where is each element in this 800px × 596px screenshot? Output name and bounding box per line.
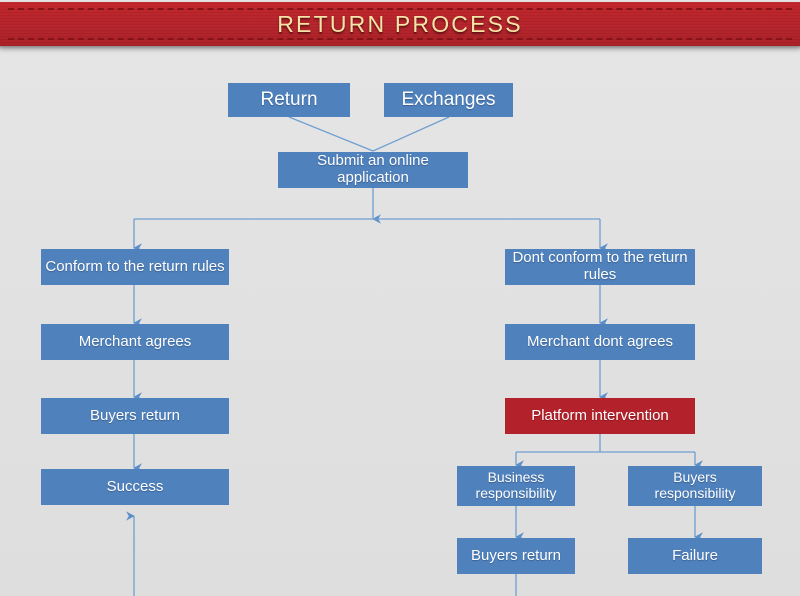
node-label: Business responsibility [475, 469, 557, 501]
node-label: Success [106, 477, 164, 495]
node-submit-online-application[interactable]: Submit an online application [278, 152, 468, 188]
node-label: Submit an online application [317, 152, 429, 186]
node-label: Merchant agrees [78, 332, 192, 350]
node-label: Return [260, 89, 318, 111]
node-label: Exchanges [401, 89, 496, 111]
node-exchanges[interactable]: Exchanges [384, 83, 513, 117]
page-title: RETURN PROCESS [277, 11, 523, 37]
node-buyers-return-left[interactable]: Buyers return [41, 398, 229, 434]
node-success[interactable]: Success [41, 469, 229, 505]
header-banner: RETURN PROCESS [0, 2, 800, 46]
node-merchant-dont-agrees[interactable]: Merchant dont agrees [505, 324, 695, 360]
edge-return-to-submit [288, 116, 374, 152]
banner-shadow [0, 46, 800, 52]
node-label: Dont conform to the return rules [512, 249, 688, 283]
node-business-responsibility[interactable]: Business responsibility [457, 466, 575, 506]
node-platform-intervention[interactable]: Platform intervention [505, 398, 695, 434]
node-label: Failure [672, 546, 718, 564]
edge-exchanges-to-submit [372, 116, 450, 152]
node-return[interactable]: Return [228, 83, 350, 117]
node-label: Platform intervention [531, 406, 669, 424]
node-conform-to-return-rules[interactable]: Conform to the return rules [41, 249, 229, 285]
node-label: Merchant dont agrees [527, 332, 673, 350]
node-label: Buyers responsibility [654, 469, 736, 501]
node-label: Buyers return [470, 546, 562, 564]
node-buyers-responsibility[interactable]: Buyers responsibility [628, 466, 762, 506]
node-buyers-return-right[interactable]: Buyers return [457, 538, 575, 574]
node-dont-conform-to-return-rules[interactable]: Dont conform to the return rules [505, 249, 695, 285]
node-label: Buyers return [89, 406, 181, 424]
banner-stitch-bottom [8, 38, 792, 40]
banner-stitch-top [8, 8, 792, 10]
node-label: Conform to the return rules [45, 257, 225, 275]
node-failure[interactable]: Failure [628, 538, 762, 574]
node-merchant-agrees[interactable]: Merchant agrees [41, 324, 229, 360]
